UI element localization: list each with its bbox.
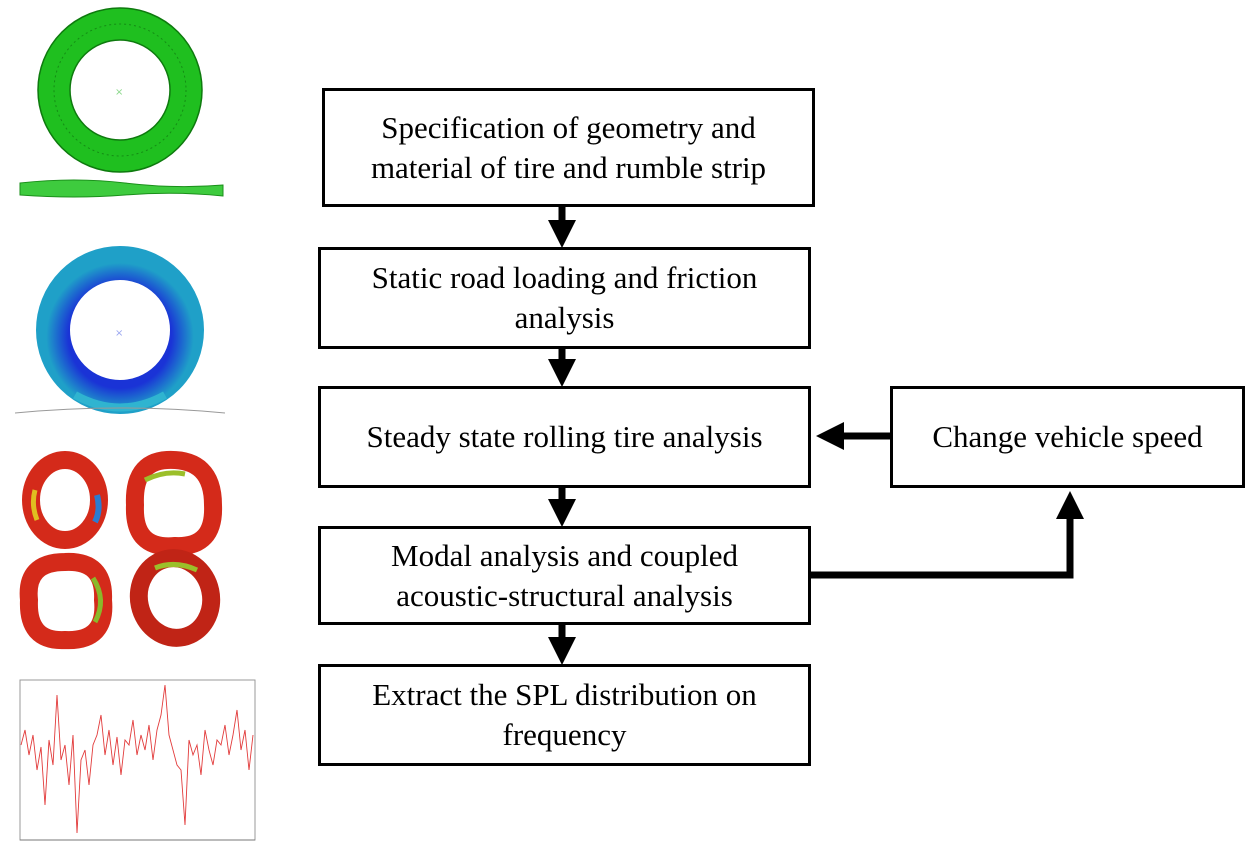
step-extract-spl-label: Extract the SPL distribution on frequenc…	[372, 677, 757, 752]
step-modal-acoustic-label: Modal analysis and coupled acoustic-stru…	[391, 537, 738, 613]
step-steady-rolling: Steady state rolling tire analysis	[318, 386, 811, 488]
spl-spectrum-plot-image	[19, 679, 256, 841]
side-change-speed-label: Change vehicle speed	[932, 419, 1203, 454]
step-extract-spl: Extract the SPL distribution on frequenc…	[318, 664, 811, 766]
svg-text:×: ×	[115, 328, 123, 339]
step-static-loading-label: Static road loading and friction analysi…	[371, 260, 758, 335]
step-geometry-material: Specification of geometry and material o…	[322, 88, 815, 207]
step-steady-rolling-label: Steady state rolling tire analysis	[366, 419, 763, 454]
step-static-loading: Static road loading and friction analysi…	[318, 247, 811, 349]
step-modal-acoustic: Modal analysis and coupled acoustic-stru…	[318, 526, 811, 625]
svg-text:×: ×	[115, 87, 123, 98]
side-change-speed: Change vehicle speed	[890, 386, 1245, 488]
step-geometry-material-label: Specification of geometry and material o…	[370, 109, 767, 185]
static-loading-tire-image: ×	[15, 246, 226, 414]
tire-mode-shapes-image	[19, 450, 223, 650]
tire-mesh-model-image: ×	[19, 7, 224, 198]
arrow-4-to-side	[811, 491, 1084, 579]
